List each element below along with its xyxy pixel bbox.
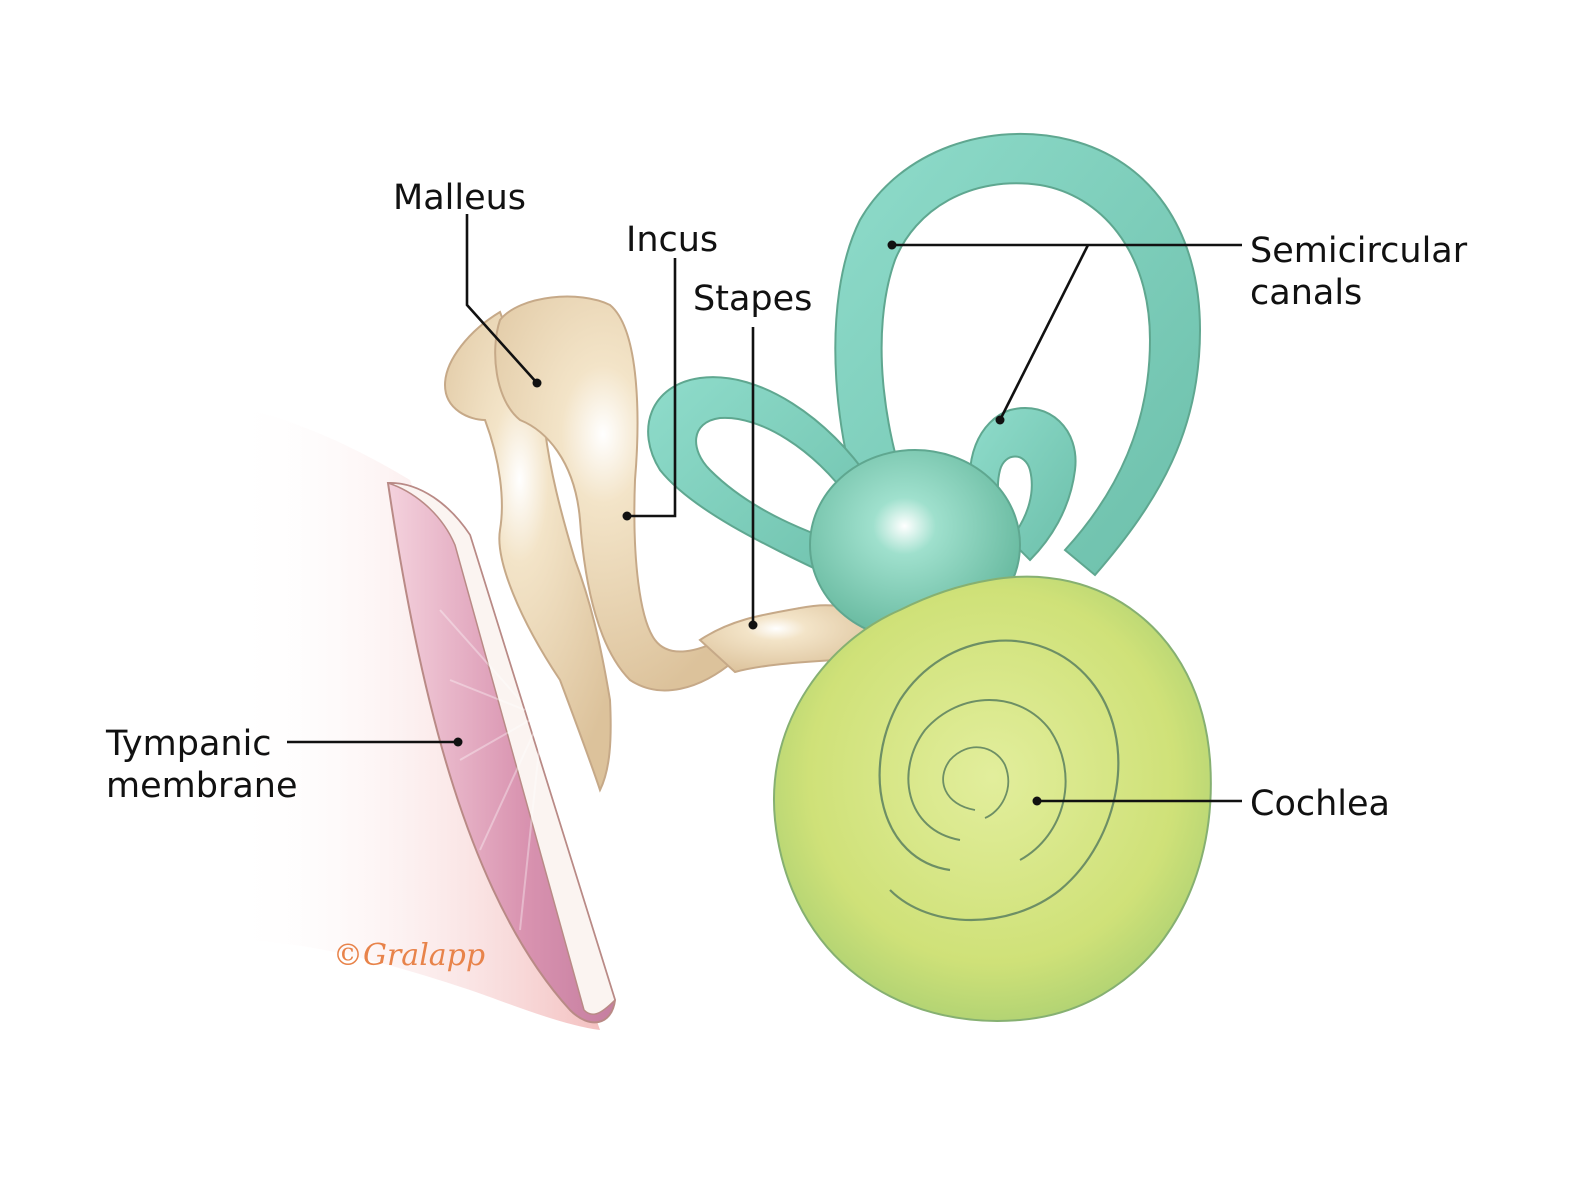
leader-lines <box>287 214 1242 806</box>
label-semicircular-canals-line1: Semicircular <box>1250 231 1468 271</box>
ossicles <box>443 295 871 793</box>
label-tympanic-membrane-line1: Tympanic <box>105 724 272 764</box>
cochlea-shape <box>772 575 1212 1022</box>
semicircular-canals-shape <box>647 133 1202 641</box>
label-tympanic-membrane-line2: membrane <box>106 766 298 806</box>
artist-signature: ©Gralapp <box>333 938 485 973</box>
label-incus: Incus <box>626 220 718 260</box>
label-cochlea: Cochlea <box>1250 784 1390 824</box>
tympanic-membrane-shape <box>386 481 617 1024</box>
label-stapes: Stapes <box>693 279 812 319</box>
label-malleus: Malleus <box>393 178 526 218</box>
label-semicircular-canals-line2: canals <box>1250 273 1362 313</box>
